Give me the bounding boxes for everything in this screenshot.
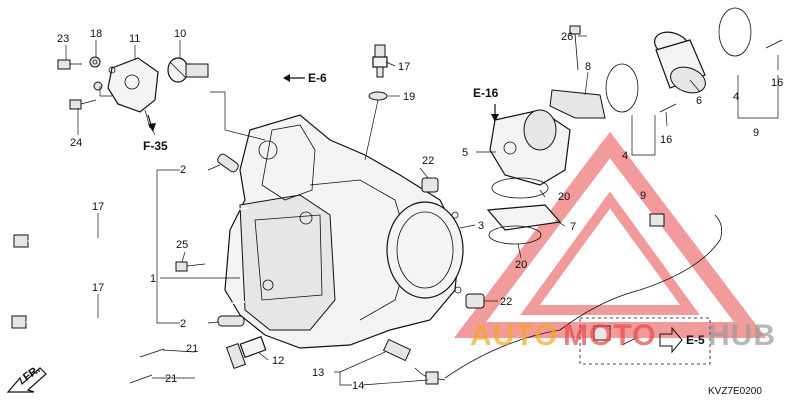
callout-6: 6 (696, 95, 702, 107)
callout-8: 8 (585, 61, 591, 73)
gasket-upper (491, 177, 549, 199)
callout-18: 18 (90, 28, 102, 40)
dowel-pin-upper (217, 153, 239, 173)
callout-3: 3 (478, 220, 484, 232)
e5-arrow-icon (659, 326, 683, 354)
callout-1: 1 (150, 273, 156, 285)
catalog-code: KVZ7E0200 (708, 386, 762, 397)
collar-upper (421, 177, 439, 193)
gasket-lower (488, 225, 542, 245)
o2-sensor (382, 213, 723, 385)
e16-arrow-icon (491, 104, 499, 122)
callout-20-lower: 20 (515, 259, 527, 271)
callout-20-upper: 20 (558, 191, 570, 203)
callout-4-left: 4 (622, 150, 628, 162)
callout-14: 14 (352, 380, 364, 392)
cylinder-head (224, 114, 461, 349)
callout-17-lower: 17 (92, 282, 104, 294)
callout-4-right: 4 (733, 91, 739, 103)
watermark-auto: AUTO (470, 319, 558, 352)
f35-arrow-icon (147, 114, 156, 132)
temp-sensor (372, 44, 388, 78)
spark-plug (225, 335, 267, 370)
callout-19: 19 (403, 91, 415, 103)
clamp-lower (605, 63, 639, 113)
callout-21-lower: 21 (165, 373, 177, 385)
bolt-25 (175, 261, 206, 272)
callout-13: 13 (312, 367, 324, 379)
bolt-26 (569, 25, 581, 71)
callout-24: 24 (70, 137, 82, 149)
callout-15: 17 (398, 61, 410, 73)
callout-5: 5 (462, 147, 468, 159)
e6-arrow-icon (283, 74, 305, 82)
clamp-upper (718, 7, 752, 57)
callout-25: 25 (176, 239, 188, 251)
insulator-plate (486, 204, 562, 231)
stud-21-upper (139, 348, 165, 358)
thermostat-housing (93, 57, 159, 113)
port-flange (386, 201, 464, 299)
ref-f35: F-35 (143, 139, 168, 153)
callout-23: 23 (57, 33, 69, 45)
callout-11: 11 (129, 33, 140, 45)
dowel-pin-lower (217, 315, 245, 327)
callout-26: 26 (561, 31, 573, 43)
thermostat (167, 57, 209, 83)
callout-2-upper: 2 (180, 164, 186, 176)
callout-12: 12 (272, 355, 284, 367)
callout-9-right: 9 (753, 127, 759, 139)
washer-19 (368, 91, 388, 101)
callout-21-upper: 21 (186, 343, 198, 355)
screw-16-a (659, 103, 677, 113)
watermark-text: AUTO MOTO HUB (470, 319, 776, 352)
stud-bolt-lower (11, 301, 246, 329)
bolt-24 (69, 99, 97, 110)
watermark-hub: HUB (708, 319, 776, 352)
callout-7: 7 (570, 221, 576, 233)
bracket-8 (549, 89, 606, 119)
callout-17-upper: 17 (92, 201, 104, 213)
ref-e16: E-16 (473, 86, 499, 100)
ref-e5: E-5 (686, 333, 705, 347)
callout-16-left: 16 (660, 134, 672, 146)
callout-labels: 23 18 11 10 24 17 19 2 2 1 17 17 25 22 2… (57, 28, 783, 392)
insulator (489, 109, 571, 186)
callout-10: 10 (174, 28, 186, 40)
ref-e6: E-6 (308, 71, 327, 85)
callout-9-left: 9 (640, 190, 646, 202)
fr-direction-arrow-icon (6, 367, 47, 393)
stud-21-lower (129, 374, 153, 384)
callout-22-upper: 22 (422, 155, 434, 167)
stud-bolt-upper (13, 207, 249, 248)
callout-2-lower: 2 (180, 318, 186, 330)
washer-18 (89, 56, 101, 68)
watermark-moto: MOTO (563, 319, 656, 352)
e5-detail-box (579, 317, 711, 365)
collar-lower (465, 293, 485, 309)
callout-16-right: 16 (771, 77, 783, 89)
leader-lines (65, 35, 779, 386)
screw-16-b (765, 39, 783, 49)
intake-joint (653, 31, 706, 94)
callout-22-lower: 22 (500, 296, 512, 308)
bolt-23 (57, 59, 82, 70)
